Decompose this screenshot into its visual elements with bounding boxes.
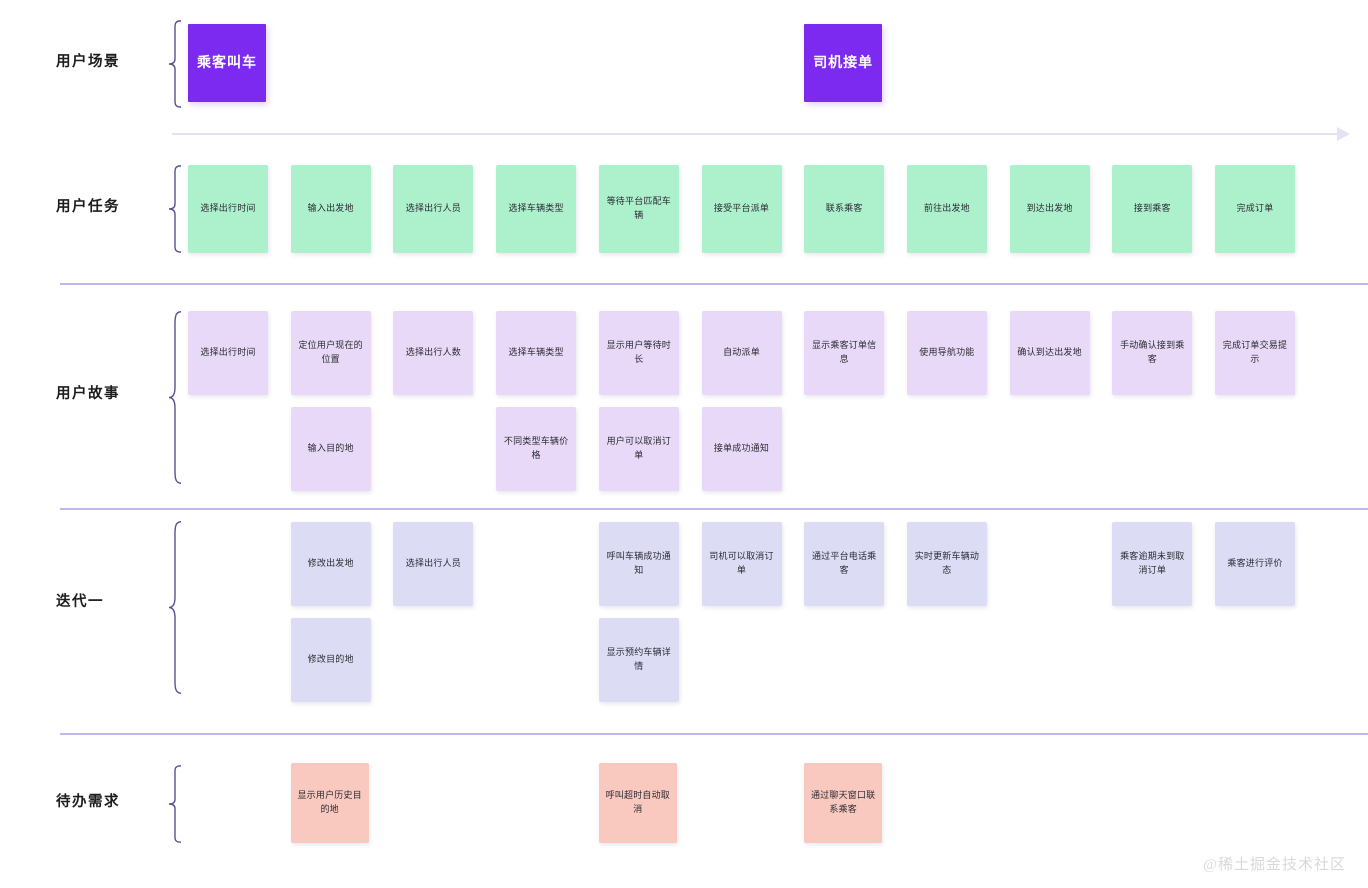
row-label-backlog: 待办需求	[56, 794, 120, 810]
story-card[interactable]: 显示用户等待时长	[598, 311, 679, 395]
task-card[interactable]: 前往出发地	[906, 165, 987, 253]
backlog-card-label: 通过聊天窗口联系乘客	[810, 790, 876, 814]
story-card[interactable]: 输入目的地	[290, 407, 371, 491]
backlog-card[interactable]: 通过聊天窗口联系乘客	[804, 763, 883, 843]
story-card[interactable]: 用户可以取消订单	[598, 407, 679, 491]
scene-card-label: 乘客叫车	[197, 54, 257, 71]
timeline-flow-arrow	[172, 126, 1350, 142]
task-card[interactable]: 接受平台派单	[701, 165, 782, 253]
iteration-card[interactable]: 通过平台电话乘客	[804, 522, 885, 606]
task-card-label: 到达出发地	[1026, 203, 1073, 214]
task-card[interactable]: 选择出行人员	[393, 165, 474, 253]
iteration-card-label: 显示预约车辆详情	[606, 647, 671, 671]
story-card[interactable]: 定位用户现在的位置	[290, 311, 371, 395]
iteration-card-label: 实时更新车辆动态	[914, 551, 980, 575]
row-label-iteration: 迭代一	[56, 594, 104, 610]
scene-card[interactable]: 乘客叫车	[188, 24, 266, 102]
story-card-label: 手动确认接到乘客	[1120, 340, 1185, 364]
task-card-label: 选择车辆类型	[508, 203, 564, 214]
story-card-label: 不同类型车辆价格	[503, 436, 569, 460]
iteration-card-label: 司机可以取消订单	[709, 551, 774, 575]
iteration-card-label: 修改目的地	[307, 654, 354, 665]
story-card[interactable]: 自动派单	[701, 311, 782, 395]
story-card-label: 输入目的地	[307, 443, 354, 454]
task-card-label: 联系乘客	[825, 203, 863, 214]
row-label-story: 用户故事	[56, 386, 120, 402]
row-separator-story	[60, 283, 1368, 285]
task-card[interactable]: 接到乘客	[1112, 165, 1193, 253]
story-card[interactable]: 接单成功通知	[701, 407, 782, 491]
task-card-label: 输入出发地	[307, 203, 354, 214]
story-card[interactable]: 使用导航功能	[906, 311, 987, 395]
iteration-card-label: 呼叫车辆成功通知	[606, 551, 671, 575]
story-card-label: 完成订单交易提示	[1222, 340, 1288, 364]
story-card[interactable]: 显示乘客订单信息	[804, 311, 885, 395]
row-separator-backlog	[60, 733, 1368, 735]
task-card[interactable]: 到达出发地	[1009, 165, 1090, 253]
iteration-card[interactable]: 显示预约车辆详情	[598, 618, 679, 702]
story-card-label: 自动派单	[723, 347, 760, 358]
brace-scene	[168, 20, 182, 108]
story-card-label: 定位用户现在的位置	[298, 340, 363, 364]
backlog-card[interactable]: 显示用户历史目的地	[290, 763, 369, 843]
iteration-card[interactable]: 实时更新车辆动态	[906, 522, 987, 606]
brace-task	[168, 165, 182, 253]
iteration-card-label: 乘客进行评价	[1227, 558, 1283, 569]
story-card-label: 显示乘客订单信息	[811, 340, 877, 364]
task-card-label: 接到乘客	[1133, 203, 1171, 214]
scene-card-label: 司机接单	[813, 54, 874, 71]
story-card-label: 选择出行时间	[200, 347, 256, 358]
iteration-card-label: 选择出行人员	[405, 558, 461, 569]
task-card[interactable]: 联系乘客	[804, 165, 885, 253]
iteration-card[interactable]: 修改出发地	[290, 522, 371, 606]
brace-story	[168, 310, 182, 485]
iteration-card[interactable]: 修改目的地	[290, 618, 371, 702]
task-card-label: 前往出发地	[923, 203, 970, 214]
task-card-label: 等待平台匹配车辆	[606, 196, 671, 220]
story-card[interactable]: 完成订单交易提示	[1215, 311, 1295, 395]
story-card-label: 使用导航功能	[919, 347, 975, 358]
iteration-card-label: 通过平台电话乘客	[811, 551, 877, 575]
row-label-scene: 用户场景	[56, 54, 120, 70]
iteration-card-label: 乘客逾期未到取消订单	[1120, 551, 1185, 575]
story-card-label: 选择出行人数	[405, 347, 461, 358]
story-card[interactable]: 确认到达出发地	[1009, 311, 1090, 395]
flow-arrow-line	[172, 133, 1338, 135]
row-label-task: 用户任务	[56, 199, 120, 215]
task-card-label: 选择出行人员	[405, 203, 461, 214]
iteration-card-label: 修改出发地	[307, 558, 354, 569]
task-card[interactable]: 等待平台匹配车辆	[598, 165, 679, 253]
story-card[interactable]: 选择车辆类型	[496, 311, 577, 395]
story-card[interactable]: 选择出行时间	[188, 311, 268, 395]
iteration-card[interactable]: 选择出行人员	[393, 522, 474, 606]
flow-arrow-head-icon	[1337, 127, 1350, 141]
scene-card[interactable]: 司机接单	[804, 24, 883, 102]
story-card[interactable]: 手动确认接到乘客	[1112, 311, 1193, 395]
task-card[interactable]: 完成订单	[1215, 165, 1295, 253]
brace-iteration	[168, 520, 182, 695]
story-card[interactable]: 选择出行人数	[393, 311, 474, 395]
task-card-label: 选择出行时间	[200, 203, 256, 214]
backlog-card-label: 呼叫超时自动取消	[605, 790, 670, 814]
task-card[interactable]: 选择出行时间	[188, 165, 268, 253]
backlog-card-label: 显示用户历史目的地	[297, 790, 362, 814]
task-card-label: 接受平台派单	[713, 203, 770, 214]
iteration-card[interactable]: 乘客逾期未到取消订单	[1112, 522, 1193, 606]
story-card-label: 显示用户等待时长	[606, 340, 671, 364]
task-card[interactable]: 选择车辆类型	[496, 165, 577, 253]
iteration-card[interactable]: 司机可以取消订单	[701, 522, 782, 606]
story-card-label: 确认到达出发地	[1017, 347, 1082, 358]
story-card-label: 接单成功通知	[713, 443, 770, 454]
story-card-label: 用户可以取消订单	[606, 436, 671, 460]
backlog-card[interactable]: 呼叫超时自动取消	[598, 763, 677, 843]
iteration-card[interactable]: 乘客进行评价	[1215, 522, 1295, 606]
iteration-card[interactable]: 呼叫车辆成功通知	[598, 522, 679, 606]
task-card-label: 完成订单	[1236, 203, 1274, 214]
brace-backlog	[168, 765, 182, 843]
task-card[interactable]: 输入出发地	[290, 165, 371, 253]
watermark: @稀土掘金技术社区	[1203, 857, 1346, 873]
row-separator-iteration	[60, 508, 1368, 510]
story-card-label: 选择车辆类型	[508, 347, 564, 358]
story-card[interactable]: 不同类型车辆价格	[496, 407, 577, 491]
